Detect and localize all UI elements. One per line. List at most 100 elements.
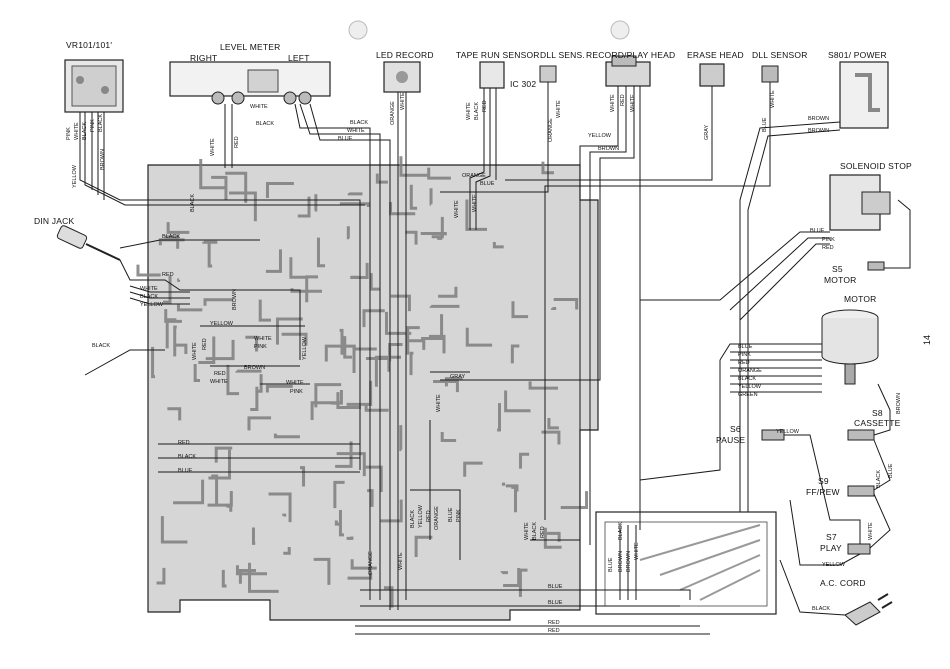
wire-label: WHITE: [398, 552, 404, 570]
pcb-trace: [211, 474, 219, 504]
motor: [821, 309, 879, 385]
label-record-play-head: RECORD/PLAY HEAD: [586, 50, 675, 60]
wire-label: PINK: [738, 352, 751, 358]
wire-label: RED: [548, 628, 560, 634]
wire-label: PINK: [90, 119, 96, 132]
wire-label: BROWN: [618, 551, 624, 572]
pcb-trace: [350, 559, 377, 570]
pcb-trace: [163, 275, 172, 304]
wire-label: BLUE: [178, 468, 193, 474]
pcb-trace: [465, 199, 488, 231]
wire-harness: [79, 82, 911, 635]
wire-label: BLACK: [812, 606, 830, 612]
wire-label: BROWN: [626, 551, 632, 572]
binding-hole-left: [348, 20, 368, 40]
label-s5: S5: [832, 264, 843, 274]
s7-play-switch: [847, 543, 871, 555]
label-level-right: RIGHT: [190, 53, 217, 63]
pcb-trace: [519, 452, 530, 469]
wire-label: RED: [540, 526, 546, 538]
pcb-trace: [173, 479, 205, 505]
pcb-trace: [350, 262, 369, 280]
wire-label: ORANGE: [368, 551, 374, 575]
label-ac-cord: A.C. CORD: [820, 578, 866, 588]
wire-label: ORANGE: [738, 368, 762, 374]
pcb-trace: [544, 531, 561, 542]
pcb-trace: [369, 273, 381, 291]
pcb-trace: [380, 499, 403, 523]
pcb-trace: [305, 275, 319, 303]
pcb-trace: [235, 565, 268, 576]
pcb-trace: [314, 383, 342, 408]
label-s9: S9: [818, 476, 829, 486]
pcb-trace: [290, 288, 322, 293]
wire-label: RED: [482, 100, 488, 112]
pcb-trace: [336, 392, 361, 410]
pcb-trace: [438, 286, 458, 298]
wire-label: WHITE: [347, 128, 365, 134]
pcb-trace: [427, 167, 451, 180]
pcb-trace: [333, 480, 345, 509]
pcb-trace: [444, 377, 463, 387]
vr101-pot: [64, 59, 124, 113]
pcb-trace: [405, 230, 418, 245]
wire-label: BLACK: [350, 120, 368, 126]
wire-label: WHITE: [400, 92, 406, 110]
pcb-trace: [389, 202, 416, 216]
pcb-trace: [316, 237, 326, 268]
wire-label: BLACK: [98, 114, 104, 132]
pcb-trace: [281, 332, 308, 346]
pcb-trace: [541, 430, 561, 445]
pcb-trace: [528, 381, 558, 390]
label-led-record: LED RECORD: [376, 50, 434, 60]
pcb-trace: [440, 432, 457, 442]
wire-label: BLUE: [480, 181, 495, 187]
wire-label: ORANGE: [462, 173, 486, 179]
wire-label: YELLOW: [738, 384, 762, 390]
pcb-trace: [202, 240, 218, 244]
pcb-trace: [346, 380, 373, 406]
din-jack: [56, 225, 121, 261]
wire-label: WHITE: [436, 394, 442, 412]
pcb-trace: [409, 184, 418, 210]
wire-label: YELLOW: [822, 562, 846, 568]
wire-label: BLUE: [738, 344, 753, 350]
wire-label: BLACK: [140, 294, 158, 300]
label-s7: S7: [826, 532, 837, 542]
label-dll-sensor: DLL SENSOR: [752, 50, 808, 60]
pcb-trace: [211, 175, 228, 200]
wire-label: BLUE: [888, 463, 894, 478]
wire-label: RED: [202, 338, 208, 350]
wire-label: WHITE: [634, 542, 640, 560]
s801-power-switch: [839, 61, 889, 129]
pcb-trace: [553, 298, 579, 310]
wire-label: BROWN: [808, 116, 829, 122]
pcb-trace: [310, 401, 342, 420]
wire-label: BLUE: [548, 600, 563, 606]
label-vr101: VR101/101': [66, 40, 112, 50]
wire-label: YELLOW: [140, 302, 164, 308]
pcb-trace: [408, 339, 426, 350]
wire-label: BROWN: [808, 128, 829, 134]
label-din-jack: DIN JACK: [34, 216, 74, 226]
wire-label: YELLOW: [776, 429, 800, 435]
pcb-trace: [297, 196, 311, 218]
pcb-trace: [367, 489, 374, 507]
wire-label: BLACK: [532, 522, 538, 540]
wire-label: GRAY: [704, 124, 710, 140]
dll-sensor: [761, 65, 779, 83]
pcb-trace: [199, 158, 226, 190]
pcb-trace: [511, 301, 529, 319]
wire-label: BLACK: [618, 522, 624, 540]
wire-label: BLACK: [876, 470, 882, 488]
level-meter: [169, 61, 331, 105]
pcb-trace: [221, 569, 227, 588]
pcb-trace: [543, 527, 562, 549]
wire-label: PINK: [290, 389, 303, 395]
binding-hole-right: [610, 20, 630, 40]
pcb-trace: [225, 171, 248, 203]
pcb-trace: [250, 386, 259, 412]
pcb-trace: [136, 264, 161, 277]
pcb-trace: [362, 309, 385, 328]
pcb-trace: [547, 417, 559, 430]
